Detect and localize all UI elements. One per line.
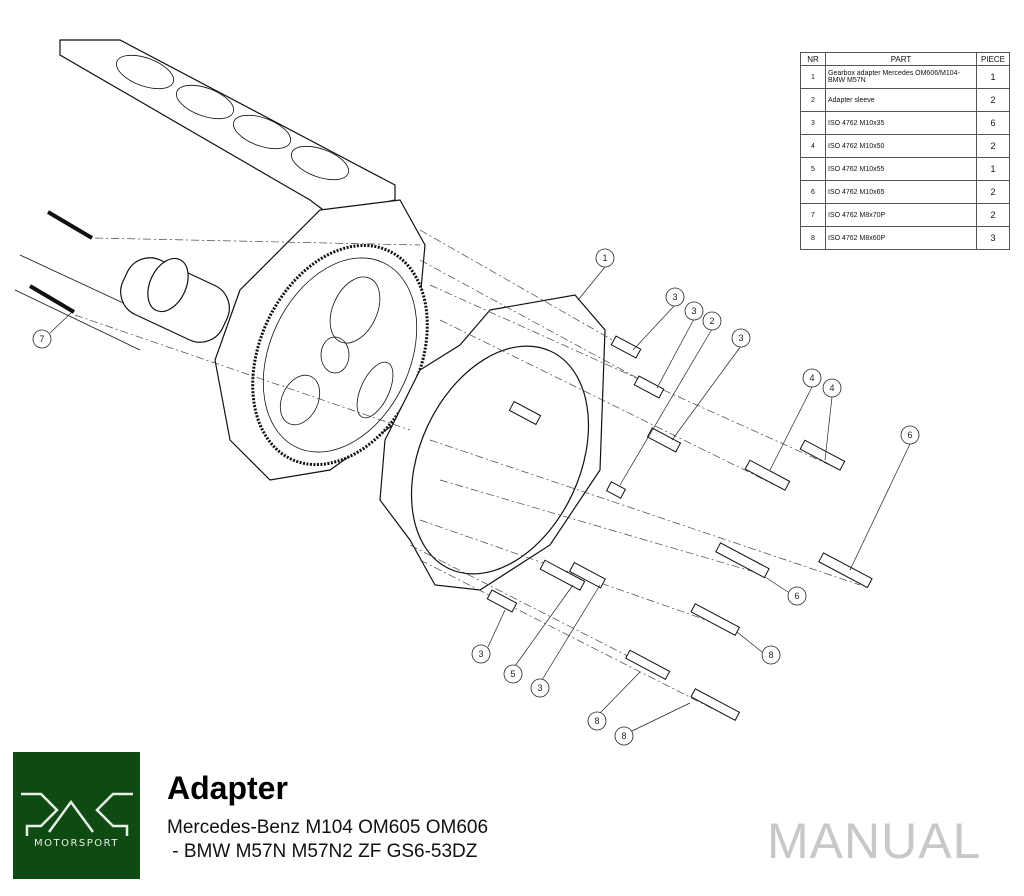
- row-nr: 7: [800, 203, 826, 227]
- callout-2: 2: [702, 311, 722, 331]
- document-subtitle-line2: - BMW M57N M57N2 ZF GS6-53DZ: [167, 841, 478, 862]
- callout-label: 8: [621, 731, 626, 741]
- row-nr: 4: [800, 134, 826, 158]
- callout-label: 6: [794, 591, 799, 601]
- header-part: PART: [825, 52, 977, 66]
- callout-label: 8: [594, 716, 599, 726]
- pmc-motorsport-logo: MOTORSPORT: [13, 752, 140, 879]
- callout-8: 8: [587, 711, 607, 731]
- document-subtitle-line1: Mercedes-Benz M104 OM605 OM606: [167, 817, 489, 838]
- callout-3: 3: [471, 644, 491, 664]
- row-nr: 1: [800, 65, 826, 89]
- callout-1: 1: [595, 248, 615, 268]
- callout-label: 3: [738, 333, 743, 343]
- row-piece: 3: [976, 226, 1010, 250]
- callout-4: 4: [802, 368, 822, 388]
- row-nr: 5: [800, 157, 826, 181]
- row-part: ISO 4762 M10x65: [825, 180, 977, 204]
- manual-badge: MANUAL: [767, 813, 982, 869]
- row-part: Gearbox adapter Mercedes OM606/M104-BMW …: [825, 65, 977, 89]
- row-nr: 8: [800, 226, 826, 250]
- callout-label: 3: [537, 683, 542, 693]
- assembly-axis-lines: [74, 229, 861, 721]
- callout-3: 3: [665, 287, 685, 307]
- row-piece: 1: [976, 157, 1010, 181]
- callout-label: 3: [691, 306, 696, 316]
- row-part: ISO 4762 M10x35: [825, 111, 977, 135]
- row-piece: 2: [976, 134, 1010, 158]
- bolts: [28, 210, 873, 721]
- callout-label: 7: [39, 334, 44, 344]
- row-part: ISO 4762 M10x55: [825, 157, 977, 181]
- row-part: ISO 4762 M8x60P: [825, 226, 977, 250]
- row-part: ISO 4762 M8x70P: [825, 203, 977, 227]
- row-nr: 2: [800, 88, 826, 112]
- callout-leaders: [49, 266, 911, 732]
- flywheel: [251, 243, 429, 467]
- logo-text: MOTORSPORT: [33, 838, 119, 849]
- row-piece: 6: [976, 111, 1010, 135]
- row-nr: 3: [800, 111, 826, 135]
- row-piece: 2: [976, 180, 1010, 204]
- callout-7: 7: [32, 329, 52, 349]
- row-piece: 1: [976, 65, 1010, 89]
- callout-label: 6: [907, 430, 912, 440]
- callout-label: 4: [809, 373, 814, 383]
- header-nr: NR: [800, 52, 826, 66]
- bolt-7: [28, 210, 94, 314]
- callout-6: 6: [787, 586, 807, 606]
- table-header-row: NR PART PIECE: [800, 52, 1010, 66]
- callout-8: 8: [761, 645, 781, 665]
- row-piece: 2: [976, 203, 1010, 227]
- row-part: Adapter sleeve: [825, 88, 977, 112]
- callout-5: 5: [503, 664, 523, 684]
- callout-4: 4: [822, 378, 842, 398]
- pmc-logo-mark-icon: [21, 792, 133, 836]
- callout-label: 4: [829, 383, 834, 393]
- callout-label: 2: [709, 316, 714, 326]
- document-title: Adapter: [167, 770, 288, 806]
- callout-8: 8: [614, 726, 634, 746]
- callout-3: 3: [530, 678, 550, 698]
- row-nr: 6: [800, 180, 826, 204]
- starter-motor: [120, 257, 230, 343]
- row-part: ISO 4762 M10x50: [825, 134, 977, 158]
- header-piece: PIECE: [976, 52, 1010, 66]
- callout-label: 5: [510, 669, 515, 679]
- callout-label: 1: [602, 253, 607, 263]
- adapter-plate: [379, 294, 606, 591]
- callout-label: 8: [768, 650, 773, 660]
- callout-label: 3: [478, 649, 483, 659]
- callout-6: 6: [900, 425, 920, 445]
- callout-3: 3: [731, 328, 751, 348]
- callout-3: 3: [684, 301, 704, 321]
- callout-label: 3: [672, 292, 677, 302]
- row-piece: 2: [976, 88, 1010, 112]
